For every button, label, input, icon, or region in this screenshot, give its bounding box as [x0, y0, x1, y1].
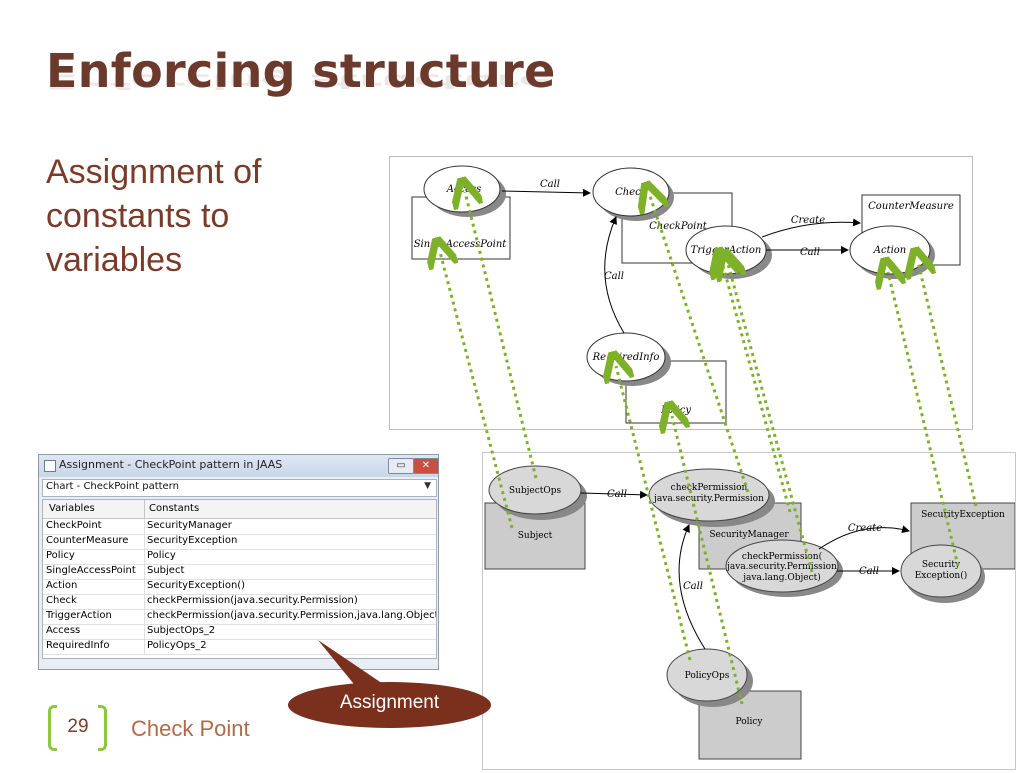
- security-exception-ctor-label-2: Exception(): [915, 570, 968, 581]
- trigger-action-label: TriggerAction: [691, 245, 762, 256]
- subject-label: Subject: [518, 531, 553, 541]
- subject-ops-label: SubjectOps: [509, 486, 562, 496]
- constant-cell: SecurityManager: [147, 520, 232, 531]
- check-permission2-label-3: java.lang.Object): [742, 572, 821, 583]
- variable-cell: Access: [46, 625, 81, 636]
- security-exception-label: SecurityException: [921, 510, 1005, 520]
- edge-label-instance-call: Call: [859, 566, 879, 577]
- check-permission2-label-2: java.security.Permission: [726, 562, 837, 572]
- edge-label-call: Call: [800, 247, 820, 258]
- check-label: Check: [615, 187, 647, 198]
- single-access-point-label: SingleAccessPoint: [414, 239, 508, 250]
- footer-text: Check Point: [131, 716, 250, 741]
- table-row[interactable]: RequiredInfo PolicyOps_2: [43, 639, 436, 655]
- variable-cell: Policy: [46, 550, 75, 561]
- table-header: Variables Constants: [43, 500, 436, 519]
- counter-measure-label: CounterMeasure: [868, 201, 954, 212]
- table-row[interactable]: Action SecurityException(): [43, 579, 436, 595]
- table-row[interactable]: CounterMeasure SecurityException: [43, 534, 436, 550]
- pattern-diagram: SingleAccessPoint CheckPoint CounterMeas…: [389, 156, 973, 430]
- constant-cell: Policy: [147, 550, 176, 561]
- assignment-table: Variables Constants CheckPoint SecurityMa…: [42, 499, 437, 659]
- edge-label-instance-create: Create: [848, 523, 882, 534]
- table-row[interactable]: CheckPoint SecurityManager: [43, 519, 436, 535]
- variable-cell: SingleAccessPoint: [46, 565, 136, 576]
- policy-ops-label: PolicyOps: [685, 671, 730, 681]
- variable-cell: CounterMeasure: [46, 535, 129, 546]
- access-label: Access: [446, 184, 482, 195]
- constant-cell: PolicyOps_2: [147, 640, 207, 651]
- window-title-bar[interactable]: Assignment - CheckPoint pattern in JAAS …: [39, 455, 439, 477]
- minimize-button[interactable]: ▭: [388, 458, 414, 474]
- chart-select[interactable]: Chart - CheckPoint pattern ▼: [42, 479, 437, 497]
- constant-cell: checkPermission(java.security.Permission…: [147, 610, 437, 621]
- column-header-variables[interactable]: Variables: [49, 503, 95, 514]
- table-row[interactable]: TriggerAction checkPermission(java.securi…: [43, 609, 436, 625]
- instance-diagram: Subject SecurityManager SecurityExceptio…: [482, 452, 1016, 770]
- variable-cell: CheckPoint: [46, 520, 102, 531]
- constant-cell: SecurityException(): [147, 580, 246, 591]
- edge-label-policy-call: Call: [683, 581, 703, 592]
- assignment-callout-label: Assignment: [339, 692, 440, 713]
- window-title: Assignment - CheckPoint pattern in JAAS: [59, 458, 283, 471]
- slide-title: Enforcing structure: [46, 44, 556, 98]
- edge-label-required-call: Call: [604, 271, 624, 282]
- variable-cell: Action: [46, 580, 78, 591]
- assignment-callout: [288, 682, 491, 728]
- chart-select-value: Chart - CheckPoint pattern: [46, 481, 179, 492]
- table-row[interactable]: Access SubjectOps_2: [43, 624, 436, 640]
- constant-cell: SubjectOps_2: [147, 625, 216, 636]
- edge-label-create: Create: [791, 215, 825, 226]
- policy-label: Policy: [660, 405, 691, 416]
- page-number-bracket-left: [48, 705, 57, 751]
- action-label: Action: [873, 245, 907, 256]
- close-button[interactable]: ✕: [413, 458, 439, 474]
- required-info-label: RequiredInfo: [592, 352, 660, 363]
- chevron-down-icon[interactable]: ▼: [424, 481, 431, 491]
- slide-title-reflection: Enforcing structure: [46, 69, 550, 94]
- column-header-constants[interactable]: Constants: [149, 503, 200, 514]
- variable-cell: Check: [46, 595, 77, 606]
- check-permission-label-2: java.security.Permission: [653, 494, 764, 504]
- constant-cell: checkPermission(java.security.Permission…: [147, 595, 358, 606]
- check-permission-label-1: checkPermission: [671, 483, 748, 493]
- edge-label-access-check: Call: [540, 179, 560, 190]
- security-manager-label: SecurityManager: [709, 530, 789, 540]
- policy-box-label: Policy: [736, 717, 764, 727]
- constant-cell: Subject: [147, 565, 185, 576]
- table-row[interactable]: SingleAccessPoint Subject: [43, 564, 436, 580]
- page-number-bracket-right: [98, 705, 107, 751]
- slide-subtitle: Assignment of constants to variables: [46, 153, 262, 279]
- table-row[interactable]: Policy Policy: [43, 549, 436, 565]
- edge-label-subject-call: Call: [607, 489, 627, 500]
- page-number: 29: [67, 716, 89, 737]
- variable-cell: TriggerAction: [46, 610, 112, 621]
- assignment-window: Assignment - CheckPoint pattern in JAAS …: [38, 454, 439, 670]
- check-point-label: CheckPoint: [649, 221, 708, 232]
- variable-cell: RequiredInfo: [46, 640, 110, 651]
- table-row[interactable]: Check checkPermission(java.security.Permi…: [43, 594, 436, 610]
- check-permission2-label-1: checkPermission(: [742, 551, 822, 562]
- security-exception-ctor-label-1: Security: [922, 560, 961, 570]
- window-app-icon: [44, 460, 56, 472]
- constant-cell: SecurityException: [147, 535, 238, 546]
